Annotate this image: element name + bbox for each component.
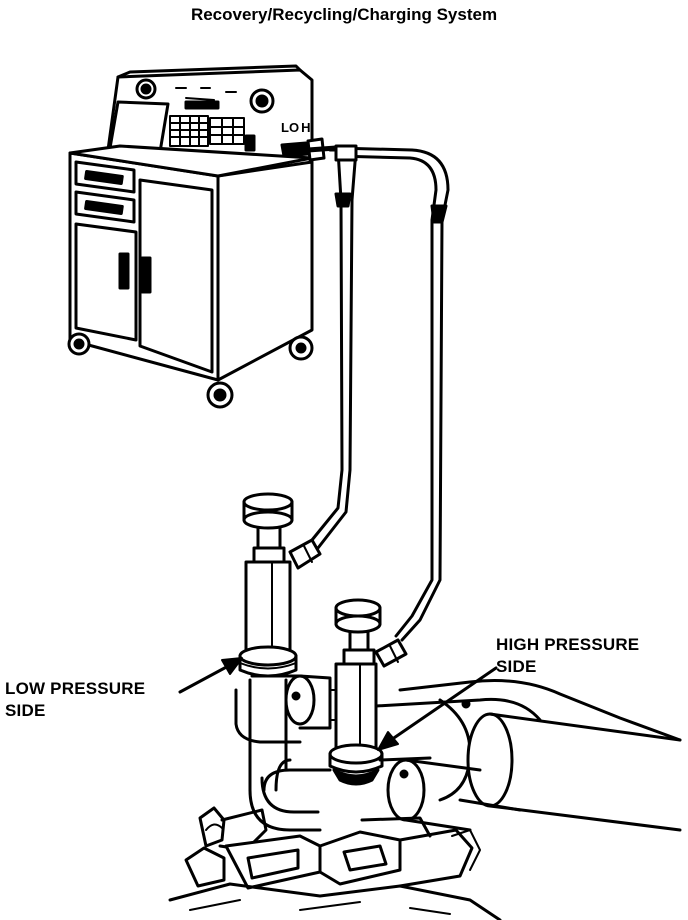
high-pressure-label: HIGH PRESSURE SIDE <box>496 634 639 678</box>
low-side-service-valve-icon <box>238 492 322 678</box>
compressor-icon <box>168 674 682 920</box>
high-pressure-arrow <box>377 666 498 751</box>
diagram-title: Recovery/Recycling/Charging System <box>190 5 498 24</box>
service-hoses <box>310 144 450 642</box>
low-pressure-line1: LOW PRESSURE <box>5 679 146 698</box>
hi-port-label: HI <box>301 120 315 135</box>
low-pressure-label: LOW PRESSURE SIDE <box>5 678 145 722</box>
high-pressure-line1: HIGH PRESSURE <box>496 635 640 654</box>
recovery-machine-icon <box>67 64 339 409</box>
low-pressure-line2: SIDE <box>5 701 46 720</box>
high-pressure-line2: SIDE <box>496 657 537 676</box>
high-side-service-valve-icon <box>328 598 408 786</box>
lo-port-label: LO <box>281 120 300 135</box>
low-pressure-arrow <box>178 657 243 694</box>
